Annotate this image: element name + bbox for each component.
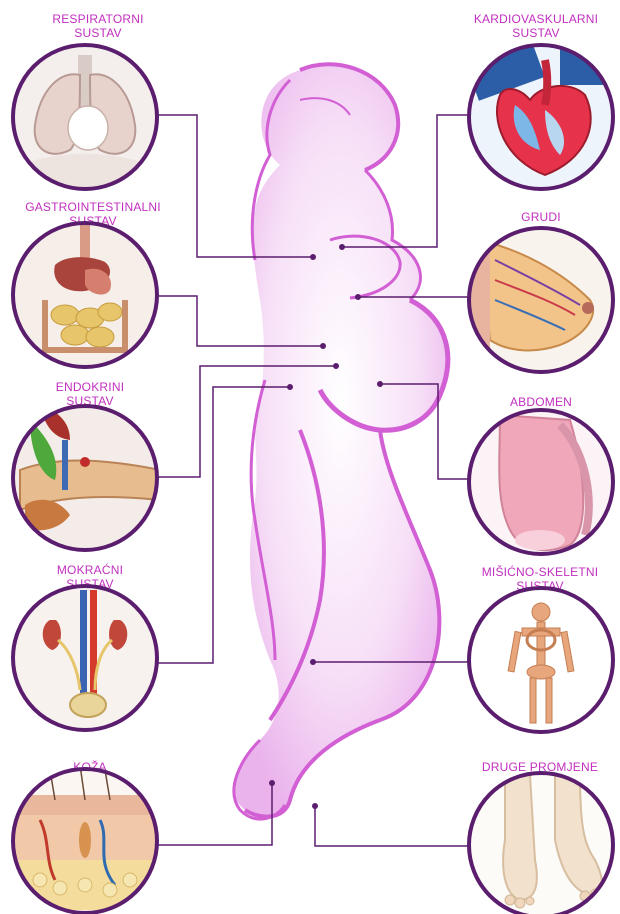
lungs-illustration xyxy=(13,45,157,190)
skeleton-illustration xyxy=(469,588,613,732)
heart-illustration xyxy=(465,39,613,189)
breast-anatomy-illustration xyxy=(469,228,613,372)
digestive-system-illustration xyxy=(13,223,157,367)
skin-layers-illustration xyxy=(13,765,157,913)
pregnant-woman-silhouette xyxy=(233,64,447,819)
urinary-system-illustration xyxy=(13,586,157,730)
connector-druge-promjene xyxy=(315,806,469,846)
feet-illustration xyxy=(469,773,613,914)
abdomen-illustration xyxy=(469,410,613,554)
pancreas-illustration xyxy=(13,405,160,550)
